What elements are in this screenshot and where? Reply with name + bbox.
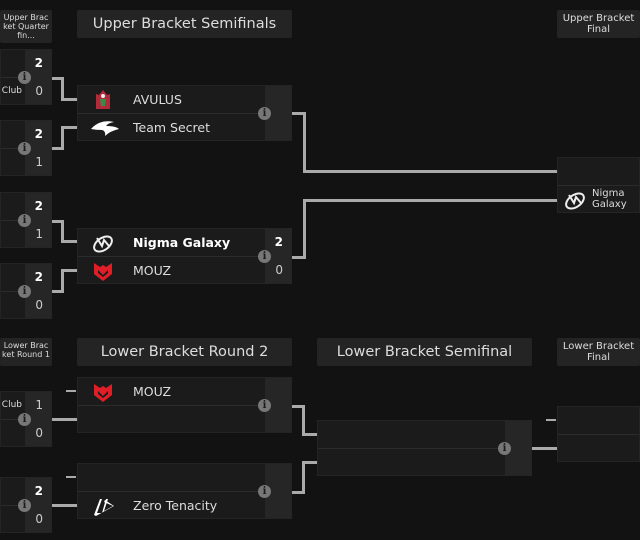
team-row[interactable] [318, 421, 505, 449]
team-row[interactable]: AVULUS [78, 86, 265, 114]
team-name: MOUZ [133, 384, 172, 399]
team-name: Team Secret [133, 120, 210, 135]
match-lbr2-2[interactable]: Zero Tenacity i [77, 463, 292, 519]
info-icon[interactable]: i [18, 413, 31, 426]
nigma-galaxy-logo [565, 192, 585, 210]
team-row[interactable]: Team Secret [78, 114, 265, 141]
info-icon[interactable]: i [258, 399, 271, 412]
team-row[interactable]: MOUZ [78, 378, 265, 406]
info-icon[interactable]: i [258, 107, 271, 120]
header-ub-final: Upper Bracket Final [557, 10, 640, 38]
score: 2 [274, 235, 283, 249]
match-ub-final[interactable]: Nigma Galaxy [557, 157, 640, 213]
score: 2 [34, 127, 43, 141]
team-name: Club [1, 86, 22, 96]
header-lb-round1: Lower Bracket Round 1 [0, 338, 52, 366]
score: 2 [34, 199, 43, 213]
team-name: Club [1, 400, 22, 410]
header-ub-semifinals: Upper Bracket Semifinals [77, 10, 292, 38]
team-secret-logo [91, 121, 119, 136]
team-name: Nigma Galaxy [133, 235, 231, 250]
team-row[interactable] [558, 158, 639, 186]
info-icon[interactable]: i [18, 71, 31, 84]
match-lb-semifinal[interactable]: i [317, 420, 532, 476]
team-name: Zero Tenacity [133, 498, 218, 513]
info-icon[interactable]: i [18, 285, 31, 298]
team-row[interactable]: MOUZ [78, 257, 265, 284]
score: 2 [34, 270, 43, 284]
nigma-galaxy-logo [93, 235, 113, 253]
info-icon[interactable]: i [18, 499, 31, 512]
team-name: AVULUS [133, 92, 182, 107]
score: 0 [35, 426, 43, 440]
mouz-logo [94, 263, 112, 281]
zero-tenacity-logo [94, 499, 114, 516]
team-row[interactable] [78, 406, 265, 433]
avulus-logo [96, 90, 110, 109]
header-lb-final: Lower Bracket Final [557, 338, 640, 366]
team-row[interactable]: Zero Tenacity [78, 492, 265, 519]
team-row[interactable] [558, 435, 639, 462]
score: 1 [35, 155, 43, 169]
score: 0 [35, 298, 43, 312]
header-lb-round2: Lower Bracket Round 2 [77, 338, 292, 366]
match-ubsf-1[interactable]: AVULUS Team Secret i [77, 85, 292, 141]
match-lbr2-1[interactable]: MOUZ i [77, 377, 292, 433]
info-icon[interactable]: i [18, 142, 31, 155]
info-icon[interactable]: i [258, 250, 271, 263]
score: 0 [35, 512, 43, 526]
header-lb-semifinal: Lower Bracket Semifinal [317, 338, 532, 366]
score: 1 [35, 398, 43, 412]
info-icon[interactable]: i [18, 214, 31, 227]
score: 2 [34, 56, 43, 70]
team-name: MOUZ [133, 263, 172, 278]
info-icon[interactable]: i [498, 442, 511, 455]
info-icon[interactable]: i [258, 485, 271, 498]
team-row[interactable] [78, 464, 265, 492]
team-row[interactable]: Nigma Galaxy [78, 229, 265, 257]
team-row[interactable] [558, 407, 639, 435]
team-name: Nigma Galaxy [592, 188, 627, 210]
score: 1 [35, 227, 43, 241]
score: 2 [34, 484, 43, 498]
score: 0 [275, 263, 283, 277]
score: 0 [35, 84, 43, 98]
team-row[interactable]: Nigma Galaxy [558, 186, 639, 213]
header-ub-quarterfinals: Upper Bracket Quarterfin... [0, 10, 52, 43]
mouz-logo [94, 384, 112, 402]
team-row[interactable] [318, 449, 505, 476]
match-lb-final[interactable] [557, 406, 640, 462]
